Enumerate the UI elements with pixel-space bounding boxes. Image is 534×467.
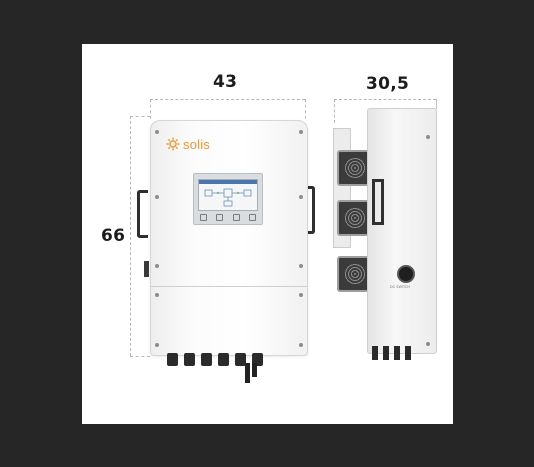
screw — [299, 343, 303, 347]
connector — [372, 346, 378, 360]
cable-gland — [235, 353, 246, 366]
height-dimension-label: 66 — [101, 226, 126, 246]
cable-gland — [201, 353, 212, 366]
screw — [426, 342, 430, 346]
cable-gland — [218, 353, 229, 366]
cable — [245, 363, 250, 383]
inverter-front-view: solis — [144, 120, 308, 366]
screen-status-bar — [199, 180, 257, 184]
depth-dimension-line — [334, 99, 436, 100]
screw — [155, 343, 159, 347]
connector — [383, 346, 389, 360]
dc-switch-knob — [397, 265, 415, 283]
dc-switch-label: DC SWITCH — [390, 285, 410, 289]
cable-gland — [252, 353, 263, 366]
fan-icon — [344, 263, 366, 285]
cable-gland — [167, 353, 178, 366]
side-carry-handle — [372, 179, 384, 225]
side-connectors — [372, 346, 422, 362]
brand-logo: solis — [166, 136, 210, 152]
depth-dimension-tick-left — [334, 99, 335, 123]
fan-icon — [344, 207, 366, 229]
connector — [405, 346, 411, 360]
screw — [299, 264, 303, 268]
lcd-screen — [198, 179, 258, 211]
width-dimension-tick-right — [305, 99, 306, 119]
width-dimension-tick-left — [150, 99, 151, 119]
display-buttons — [200, 214, 256, 221]
brand-name: solis — [183, 136, 211, 152]
screw — [299, 293, 303, 297]
inverter-side-view — [367, 108, 437, 354]
cover-seam — [151, 286, 307, 287]
cable-gland — [184, 353, 195, 366]
screw — [155, 293, 159, 297]
display-panel — [193, 173, 263, 225]
screw — [155, 195, 159, 199]
display-button-4[interactable] — [248, 214, 256, 221]
screw — [426, 135, 430, 139]
energy-flow-diagram-icon — [204, 188, 252, 207]
cable — [252, 363, 257, 377]
width-dimension-line — [150, 99, 305, 100]
left-carry-handle — [137, 190, 148, 238]
height-dimension-tick-top — [130, 116, 150, 117]
screw — [155, 264, 159, 268]
depth-dimension-tick-right — [436, 99, 437, 109]
fan-icon — [344, 157, 366, 179]
connector — [394, 346, 400, 360]
screw — [299, 130, 303, 134]
height-dimension-line — [130, 116, 131, 356]
height-dimension-tick-bottom — [130, 356, 150, 357]
dc-switch-side — [144, 261, 149, 277]
display-button-1[interactable] — [200, 214, 207, 221]
display-button-3[interactable] — [232, 214, 240, 221]
display-button-2[interactable] — [216, 214, 224, 221]
screw — [155, 130, 159, 134]
cable-glands — [167, 353, 263, 366]
screw — [299, 195, 303, 199]
depth-dimension-label: 30,5 — [366, 74, 410, 94]
width-dimension-label: 43 — [213, 72, 238, 92]
right-carry-handle — [304, 186, 315, 234]
sun-logo-icon — [166, 137, 180, 151]
